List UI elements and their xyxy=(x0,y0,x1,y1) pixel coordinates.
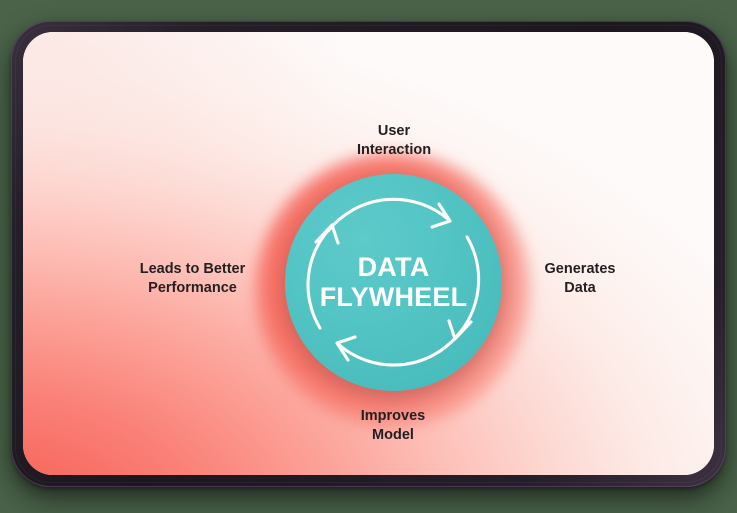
cycle-arrows-icon xyxy=(306,197,481,367)
stage-label-line1: Generates xyxy=(544,261,616,277)
stage-label-improves-model: Improves Model xyxy=(323,407,463,444)
center-label-line2: FLYWHEEL xyxy=(319,281,468,312)
flywheel-circle xyxy=(285,174,502,391)
stage-label-line1: Leads to Better xyxy=(139,261,246,277)
stage-label-user-interaction: User Interaction xyxy=(318,122,470,159)
stage-label-line2: Data xyxy=(564,279,596,296)
flywheel-center-label: DATA FLYWHEEL xyxy=(285,174,502,391)
stage-label-leads-to-better-performance: Leads to Better Performance xyxy=(115,260,270,297)
stage-label-line2: Performance xyxy=(148,279,237,296)
tablet-device-frame: DATA FLYWHEEL User Interaction Generates… xyxy=(11,21,726,487)
tablet-screen: DATA FLYWHEEL User Interaction Generates… xyxy=(23,32,714,475)
stage-label-line1: Improves xyxy=(360,408,426,424)
stage-label-line2: Model xyxy=(372,426,414,443)
stage-label-line1: User xyxy=(377,123,411,139)
center-label-line1: DATA xyxy=(357,251,430,282)
stage-label-line2: Interaction xyxy=(356,141,432,158)
stage-label-generates-data: Generates Data xyxy=(520,260,640,297)
data-flywheel-diagram: DATA FLYWHEEL User Interaction Generates… xyxy=(23,32,714,475)
